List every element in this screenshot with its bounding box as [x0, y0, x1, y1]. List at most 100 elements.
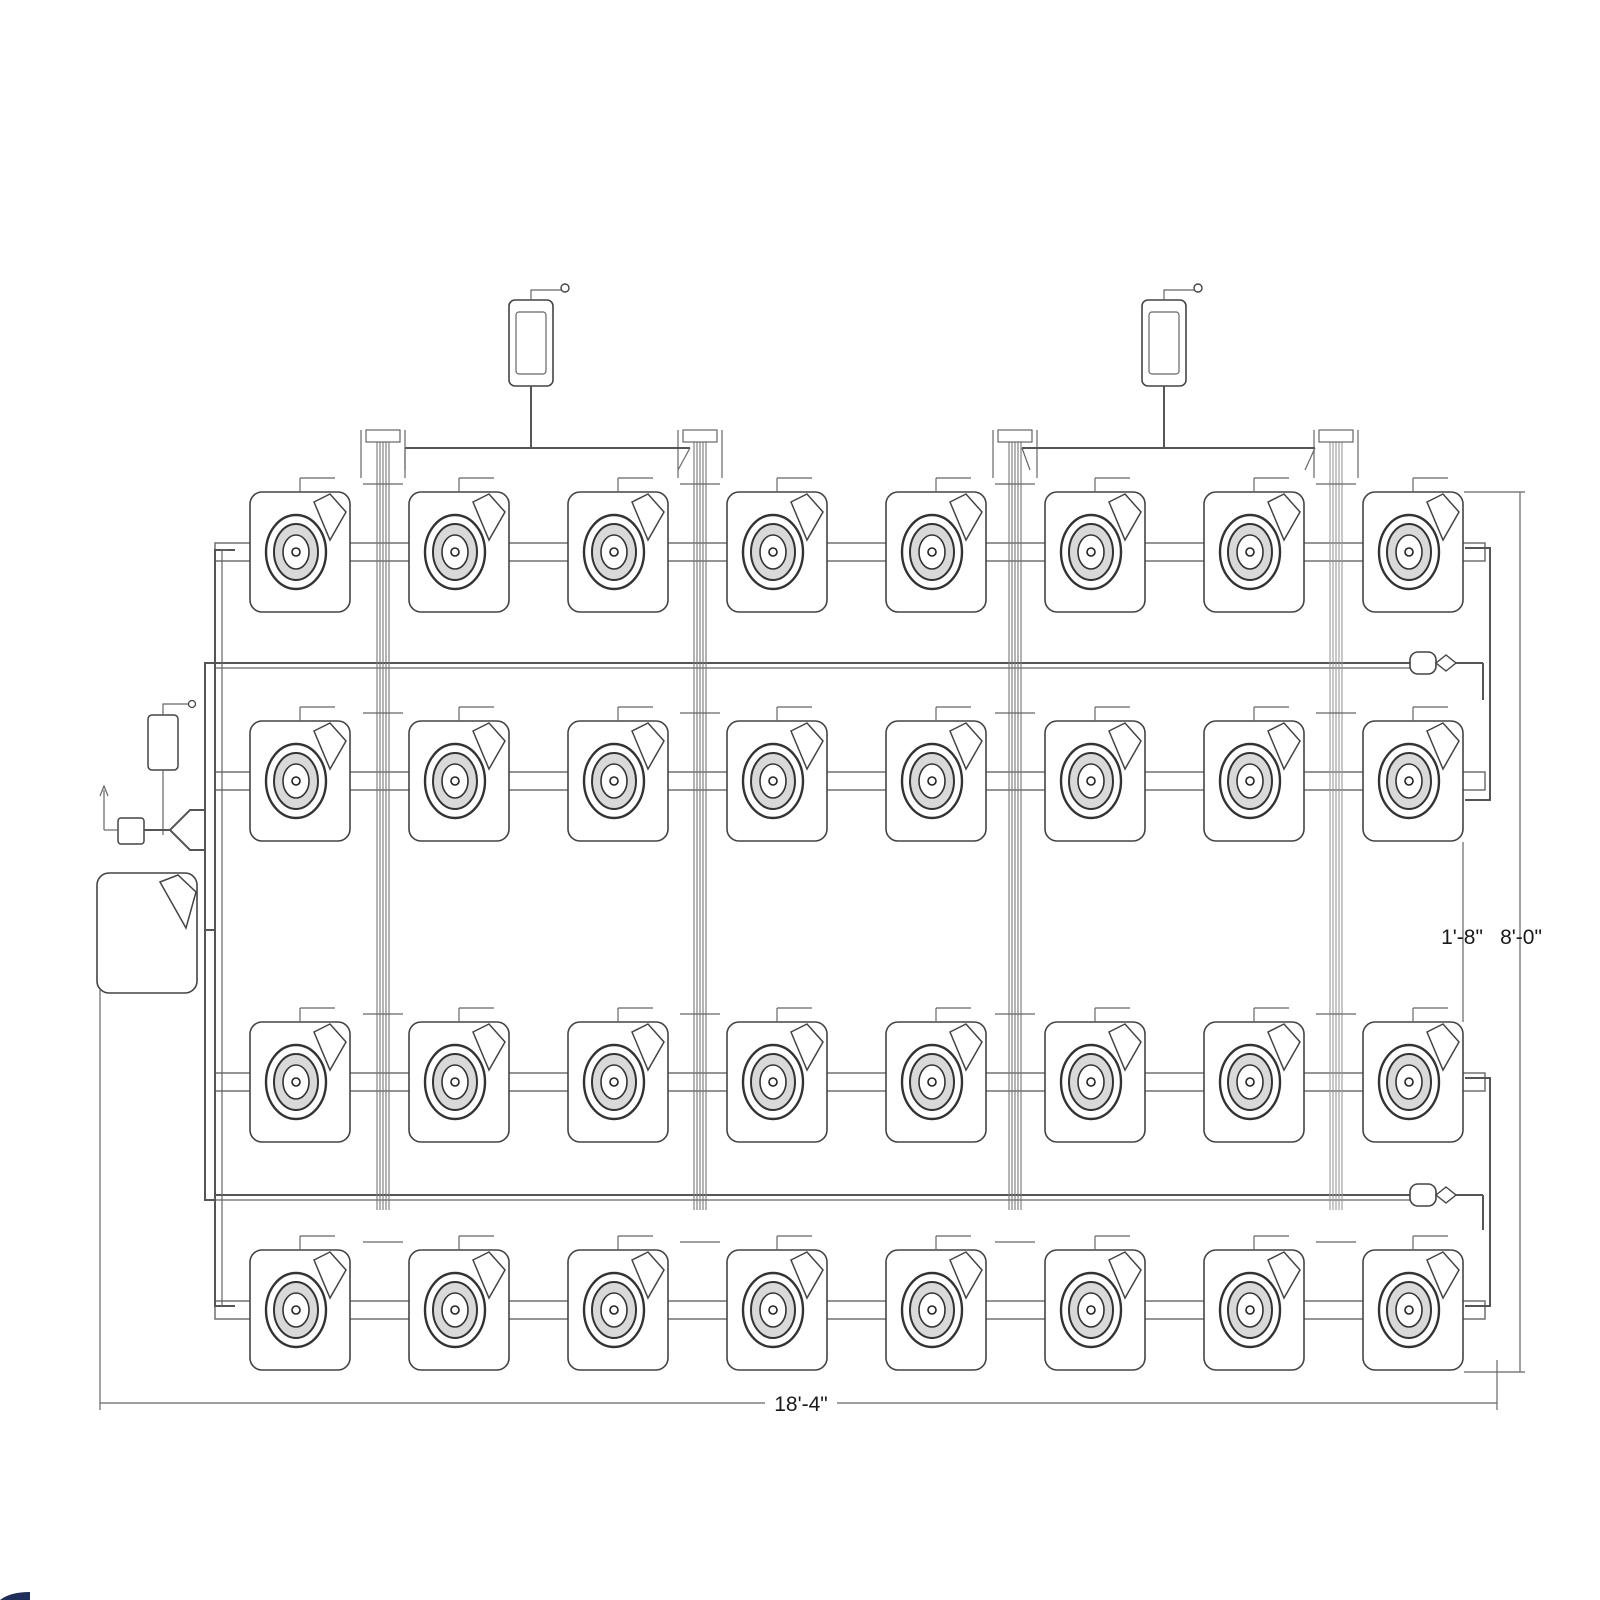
riser-header-block	[682, 429, 718, 443]
net-pot-center	[450, 547, 460, 557]
pot-lid-flap	[631, 1023, 665, 1072]
right-manifold-upper	[1465, 547, 1491, 801]
pot-lid-flap	[1108, 1251, 1142, 1300]
grow-pot	[1044, 706, 1146, 842]
grow-pot	[567, 477, 669, 613]
plug-icon	[1193, 283, 1203, 293]
right-manifold-lower	[1465, 1077, 1491, 1307]
grow-pot	[1203, 706, 1305, 842]
vertical-risers	[360, 429, 1359, 1243]
controller-cord	[1163, 289, 1194, 300]
pump-motor-icon	[117, 817, 145, 845]
grow-pot	[249, 1007, 351, 1143]
header-drop	[1304, 447, 1316, 471]
controller-cord	[530, 289, 561, 300]
controllers	[508, 283, 1203, 448]
net-pot-center	[1404, 547, 1414, 557]
small-controller-body	[147, 714, 179, 771]
pot-lid-flap	[313, 1023, 347, 1072]
riser-header-block	[1318, 429, 1354, 443]
reservoir-tank	[96, 663, 215, 994]
net-pot-center	[450, 1305, 460, 1315]
overall-height-label: 8'-0"	[1500, 926, 1542, 949]
dimension-lines: 18'-4" 18'-4" 1'-8" 8'-0"	[99, 491, 1542, 1416]
net-pot-center	[1086, 547, 1096, 557]
pot-lid-flap	[790, 1251, 824, 1300]
pot-lid-flap	[313, 722, 347, 771]
net-pot-center	[1245, 547, 1255, 557]
grow-pot	[1362, 1007, 1464, 1143]
grow-pot	[1203, 1235, 1305, 1371]
controller-unit	[508, 283, 570, 448]
net-pot-center	[1086, 1077, 1096, 1087]
bottom-edge	[0, 1594, 1600, 1600]
grow-pot	[249, 1235, 351, 1371]
pot-lid-flap	[472, 722, 506, 771]
corner-logo-fragment	[0, 1592, 30, 1600]
pot-lid-flap	[1267, 1023, 1301, 1072]
grow-pot	[1362, 477, 1464, 613]
pot-lid-flap	[949, 493, 983, 542]
pot-lid-flap	[1267, 1251, 1301, 1300]
pot-lid-flap	[313, 1251, 347, 1300]
pump-outlet-split	[144, 809, 205, 851]
net-pot-center	[768, 776, 778, 786]
grow-pot	[408, 706, 510, 842]
grow-pot	[1203, 477, 1305, 613]
grow-pot	[885, 477, 987, 613]
pot-lid-flap	[1426, 493, 1460, 542]
grow-pot	[1362, 1235, 1464, 1371]
pot-lid-flap	[949, 722, 983, 771]
grow-pot	[567, 1235, 669, 1371]
grow-pot	[249, 477, 351, 613]
net-pot-center	[1404, 776, 1414, 786]
riser-header-block	[365, 429, 401, 443]
grow-pot	[1203, 1007, 1305, 1143]
net-pot-center	[291, 1305, 301, 1315]
grow-pot	[1044, 1007, 1146, 1143]
grow-pot	[726, 1235, 828, 1371]
grow-pot	[726, 1007, 828, 1143]
net-pot-center	[768, 1305, 778, 1315]
pot-lid-flap	[1426, 1251, 1460, 1300]
small-controller-cord	[162, 703, 188, 715]
net-pot-center	[768, 1077, 778, 1087]
pipe-network	[204, 542, 1491, 1320]
grow-pot	[885, 706, 987, 842]
grow-pot	[1362, 706, 1464, 842]
width-label-mask	[765, 1390, 837, 1416]
pot-lid-flap	[472, 1023, 506, 1072]
grow-pot	[726, 706, 828, 842]
air-line-arrow	[99, 784, 109, 830]
pot-lid-flap	[1108, 722, 1142, 771]
pot-lid-flap	[1426, 1023, 1460, 1072]
net-pot-center	[1245, 776, 1255, 786]
grow-pot	[408, 1007, 510, 1143]
net-pot-center	[1245, 1305, 1255, 1315]
net-pot-center	[1404, 1305, 1414, 1315]
pot-lid-flap	[1267, 493, 1301, 542]
net-pot-center	[450, 776, 460, 786]
overall-width-text: 18'-4"	[774, 1393, 828, 1416]
pot-lid-flap	[790, 493, 824, 542]
net-pot-center	[768, 547, 778, 557]
grow-pot	[1044, 477, 1146, 613]
pot-lid-flap	[1267, 722, 1301, 771]
net-pot-center	[1086, 776, 1096, 786]
pump-icon	[1409, 1183, 1437, 1207]
controller-unit	[1141, 283, 1203, 448]
net-pot-center	[927, 547, 937, 557]
left-feed-return	[204, 662, 215, 1201]
pot-lid-flap	[472, 1251, 506, 1300]
net-pot-center	[291, 1077, 301, 1087]
left-manifold-inner	[221, 549, 228, 1306]
net-pot-center	[609, 1077, 619, 1087]
pot-lid-flap	[313, 493, 347, 542]
reservoir-lid-flap	[158, 874, 197, 930]
pot-lid-flap	[472, 493, 506, 542]
net-pot-center	[609, 1305, 619, 1315]
row-connector-pipe	[214, 1300, 1486, 1320]
net-pot-center	[927, 1305, 937, 1315]
valve-icon	[1434, 654, 1458, 672]
